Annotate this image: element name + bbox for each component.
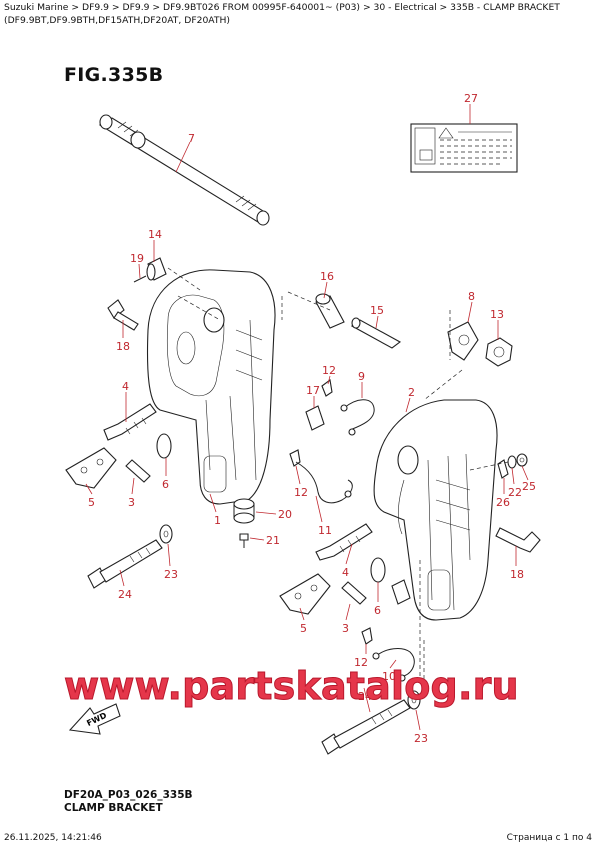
screw-26[interactable] <box>497 459 509 479</box>
figure-title: FIG.335B <box>64 64 164 86</box>
lead-wire-10[interactable] <box>372 648 415 682</box>
nut-13[interactable] <box>485 337 513 367</box>
bolt-24-left[interactable] <box>87 539 163 589</box>
callout-12-top[interactable]: 12 <box>322 364 336 377</box>
clamp-shaft-7[interactable] <box>98 114 270 226</box>
breadcrumb: Suzuki Marine > DF9.9 > DF9.9 > DF9.9BT0… <box>4 2 560 26</box>
page-info: Страница с 1 по 4 <box>506 833 592 843</box>
diagram-name: CLAMP BRACKET <box>64 802 163 814</box>
print-timestamp: 26.11.2025, 14:21:46 <box>4 833 102 843</box>
callout-6-right[interactable]: 6 <box>374 604 381 617</box>
bushing-6-right[interactable] <box>370 557 386 583</box>
callout-20[interactable]: 20 <box>278 508 292 521</box>
callout-8[interactable]: 8 <box>468 290 475 303</box>
nut-25[interactable] <box>516 453 528 467</box>
callout-23-left[interactable]: 23 <box>164 568 178 581</box>
callout-4-right[interactable]: 4 <box>342 566 349 579</box>
callout-26[interactable]: 26 <box>496 496 510 509</box>
callout-13[interactable]: 13 <box>490 308 504 321</box>
bushing-6-left[interactable] <box>156 433 172 459</box>
callout-3-right[interactable]: 3 <box>342 622 349 635</box>
callout-2[interactable]: 2 <box>408 386 415 399</box>
watermark: www.partskatalog.ru <box>64 664 520 709</box>
screw-12-mid[interactable] <box>289 449 301 467</box>
plate-8[interactable] <box>447 321 479 361</box>
leader-lines <box>85 104 529 731</box>
spacer-20[interactable] <box>233 498 255 524</box>
callout-10[interactable]: 10 <box>382 670 396 683</box>
pin-3-left[interactable] <box>125 459 151 483</box>
callout-9[interactable]: 9 <box>358 370 365 383</box>
plate-5-right[interactable] <box>279 573 331 615</box>
fwd-arrow-icon: FWD <box>68 703 121 735</box>
bolt-18-right[interactable] <box>495 527 541 553</box>
callout-22[interactable]: 22 <box>508 486 522 499</box>
callout-3-left[interactable]: 3 <box>128 496 135 509</box>
callout-5-left[interactable]: 5 <box>88 496 95 509</box>
washer-23-left[interactable] <box>159 524 173 544</box>
callout-18-left[interactable]: 18 <box>116 340 130 353</box>
callout-19[interactable]: 19 <box>130 252 144 265</box>
callout-17[interactable]: 17 <box>306 384 320 397</box>
bolt-18-left[interactable] <box>107 299 139 331</box>
washer-23-right[interactable] <box>407 690 421 710</box>
bolt-24-right[interactable] <box>321 699 411 755</box>
callout-15[interactable]: 15 <box>370 304 384 317</box>
clamp-bracket-left-1[interactable] <box>146 269 276 505</box>
callout-23-right[interactable]: 23 <box>414 732 428 745</box>
diagram-code: DF20A_P03_026_335B <box>64 789 193 801</box>
lead-wire-11[interactable] <box>295 461 353 504</box>
callout-18-right[interactable]: 18 <box>510 568 524 581</box>
callout-1[interactable]: 1 <box>214 514 221 527</box>
spacer-17[interactable] <box>305 405 325 431</box>
plate-5-left[interactable] <box>65 447 117 489</box>
callout-6-left[interactable]: 6 <box>162 478 169 491</box>
bushing-16[interactable] <box>315 293 345 329</box>
lead-wire-9[interactable] <box>340 399 375 436</box>
callout-14[interactable]: 14 <box>148 228 162 241</box>
bolt-4-left[interactable] <box>103 403 157 441</box>
pin-19[interactable] <box>133 275 147 283</box>
bolt-4-right[interactable] <box>315 523 373 561</box>
bushing-14[interactable] <box>146 257 167 281</box>
spacer-17-right[interactable] <box>391 579 411 605</box>
label-plate-27[interactable] <box>410 123 518 173</box>
washer-22[interactable] <box>507 455 517 469</box>
screw-12-bottom[interactable] <box>361 627 373 645</box>
callout-27[interactable]: 27 <box>464 92 478 105</box>
callout-11[interactable]: 11 <box>318 524 332 537</box>
callout-numbers: 27 7 14 19 18 16 15 8 13 12 17 9 4 2 6 3… <box>88 92 536 745</box>
callout-7[interactable]: 7 <box>188 132 195 145</box>
callout-24-left[interactable]: 24 <box>118 588 132 601</box>
callout-16[interactable]: 16 <box>320 270 334 283</box>
callout-12-bottom[interactable]: 12 <box>354 656 368 669</box>
callout-24-right[interactable]: 24 <box>358 690 372 703</box>
callout-25[interactable]: 25 <box>522 480 536 493</box>
callout-12-mid[interactable]: 12 <box>294 486 308 499</box>
pin-3-right[interactable] <box>341 581 367 605</box>
callout-21[interactable]: 21 <box>266 534 280 547</box>
screw-12-top[interactable] <box>321 379 333 397</box>
screw-21[interactable] <box>239 533 249 548</box>
callout-5-right[interactable]: 5 <box>300 622 307 635</box>
clamp-bracket-right-2[interactable] <box>373 399 498 621</box>
pin-15[interactable] <box>350 317 402 349</box>
assembly-lines <box>167 267 509 690</box>
callout-4-left[interactable]: 4 <box>122 380 129 393</box>
